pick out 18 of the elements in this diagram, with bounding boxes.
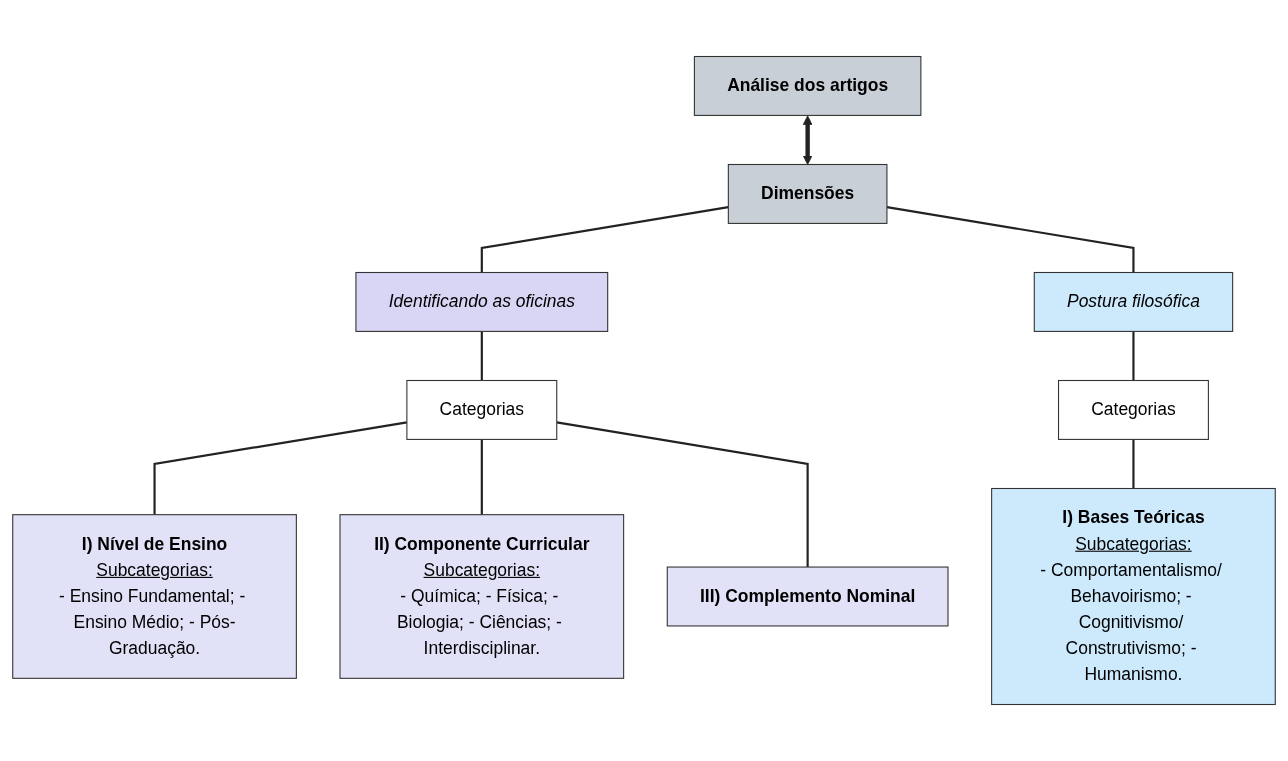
node-box: Dimensões bbox=[727, 163, 888, 224]
node-box: Postura filosófica bbox=[1033, 271, 1234, 332]
connector bbox=[480, 331, 483, 381]
node-box: Análise dos artigos bbox=[693, 55, 922, 116]
connector bbox=[1132, 439, 1135, 489]
node-box: Identificando as oficinas bbox=[355, 271, 609, 332]
connector bbox=[1132, 331, 1135, 381]
connector bbox=[886, 206, 1135, 273]
arrow bbox=[802, 115, 813, 165]
connector bbox=[480, 439, 483, 515]
node-box: Categorias bbox=[406, 379, 558, 440]
node-box: I) Nível de Ensino Subcategorias: - Ensino Fundamental; - Ensino Médio; - Pós-Graduação. bbox=[12, 514, 297, 679]
connector bbox=[480, 206, 729, 273]
node-box: II) Componente Curricular Subcategorias: - Química; - Física; - Biologia; - Ciências; - Interdisciplinar. bbox=[339, 514, 625, 679]
connector bbox=[556, 421, 809, 568]
node-box: Categorias bbox=[1057, 379, 1209, 440]
node-box: III) Complemento Nominal bbox=[666, 566, 949, 627]
node-box: I) Bases Teóricas Subcategorias: - Comportamentalismo/ Behavoirismo; - Cognitivismo/ Construtivismo; - Humanismo. bbox=[991, 487, 1276, 706]
